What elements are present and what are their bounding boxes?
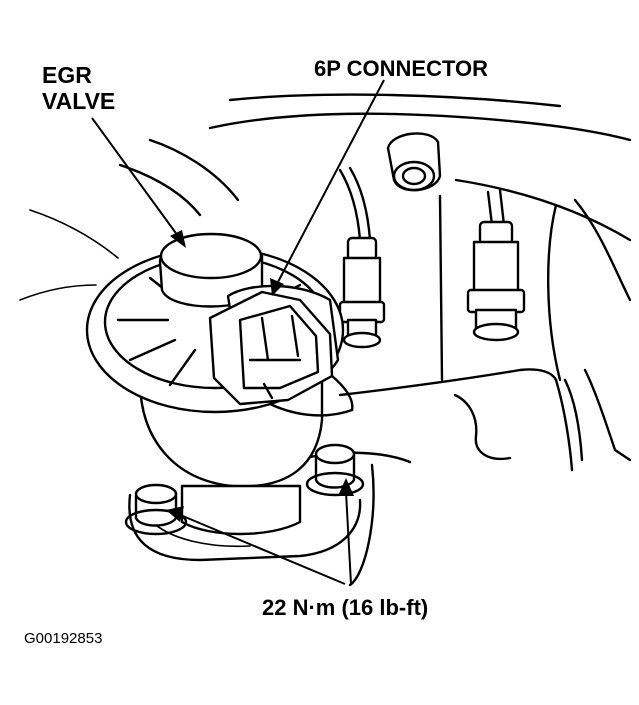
mounting-nut-left [124, 483, 188, 536]
leader-lines [91, 79, 385, 585]
six-pin-connector [208, 284, 354, 417]
vacuum-cap [386, 132, 442, 192]
egr-valve-label: EGR VALVE [42, 62, 116, 114]
connector-label: 6P CONNECTOR [314, 56, 489, 81]
engine-background [19, 93, 632, 587]
sensor-tube-left [338, 166, 386, 349]
egr-valve-body [85, 232, 362, 562]
figure-id: G00192853 [24, 630, 103, 647]
sensor-tube-right [466, 188, 526, 342]
mounting-nut-right [305, 443, 365, 497]
torque-spec-label: 22 N·m (16 lb-ft) [262, 595, 429, 620]
